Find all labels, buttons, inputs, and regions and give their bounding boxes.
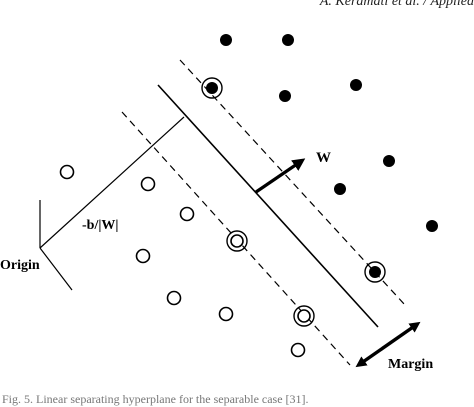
margin-label: Margin xyxy=(388,357,433,372)
filled-point xyxy=(279,90,291,102)
hollow-point xyxy=(59,164,75,180)
journal-header: A. Keramati et al. / Applied xyxy=(319,0,474,9)
support-vector-filled xyxy=(201,77,223,99)
hyperplane-line xyxy=(157,84,379,328)
support-vector-hollow xyxy=(226,230,248,252)
weight-vector-arrow xyxy=(255,158,306,194)
filled-point xyxy=(350,79,362,91)
bias-label: -b/|W| xyxy=(82,218,119,233)
filled-point xyxy=(383,155,395,167)
figure-caption: Fig. 5. Linear separating hyperplane for… xyxy=(2,392,309,406)
hollow-point xyxy=(135,248,151,264)
bias-distance-line xyxy=(39,116,185,249)
hollow-point xyxy=(166,290,182,306)
hollow-point xyxy=(179,206,195,222)
hollow-point xyxy=(290,342,306,358)
filled-point xyxy=(426,220,438,232)
margin-arrow xyxy=(355,321,421,368)
hollow-point xyxy=(218,306,234,322)
w-label: W xyxy=(316,150,331,166)
origin-axis-diagonal xyxy=(39,247,73,291)
origin-label: Origin xyxy=(0,258,40,273)
support-vector-filled xyxy=(364,261,386,283)
filled-point xyxy=(220,34,232,46)
upper-margin-line xyxy=(179,59,406,306)
filled-point xyxy=(282,34,294,46)
hollow-point xyxy=(140,176,156,192)
support-vector-hollow xyxy=(293,305,315,327)
filled-point xyxy=(334,183,346,195)
